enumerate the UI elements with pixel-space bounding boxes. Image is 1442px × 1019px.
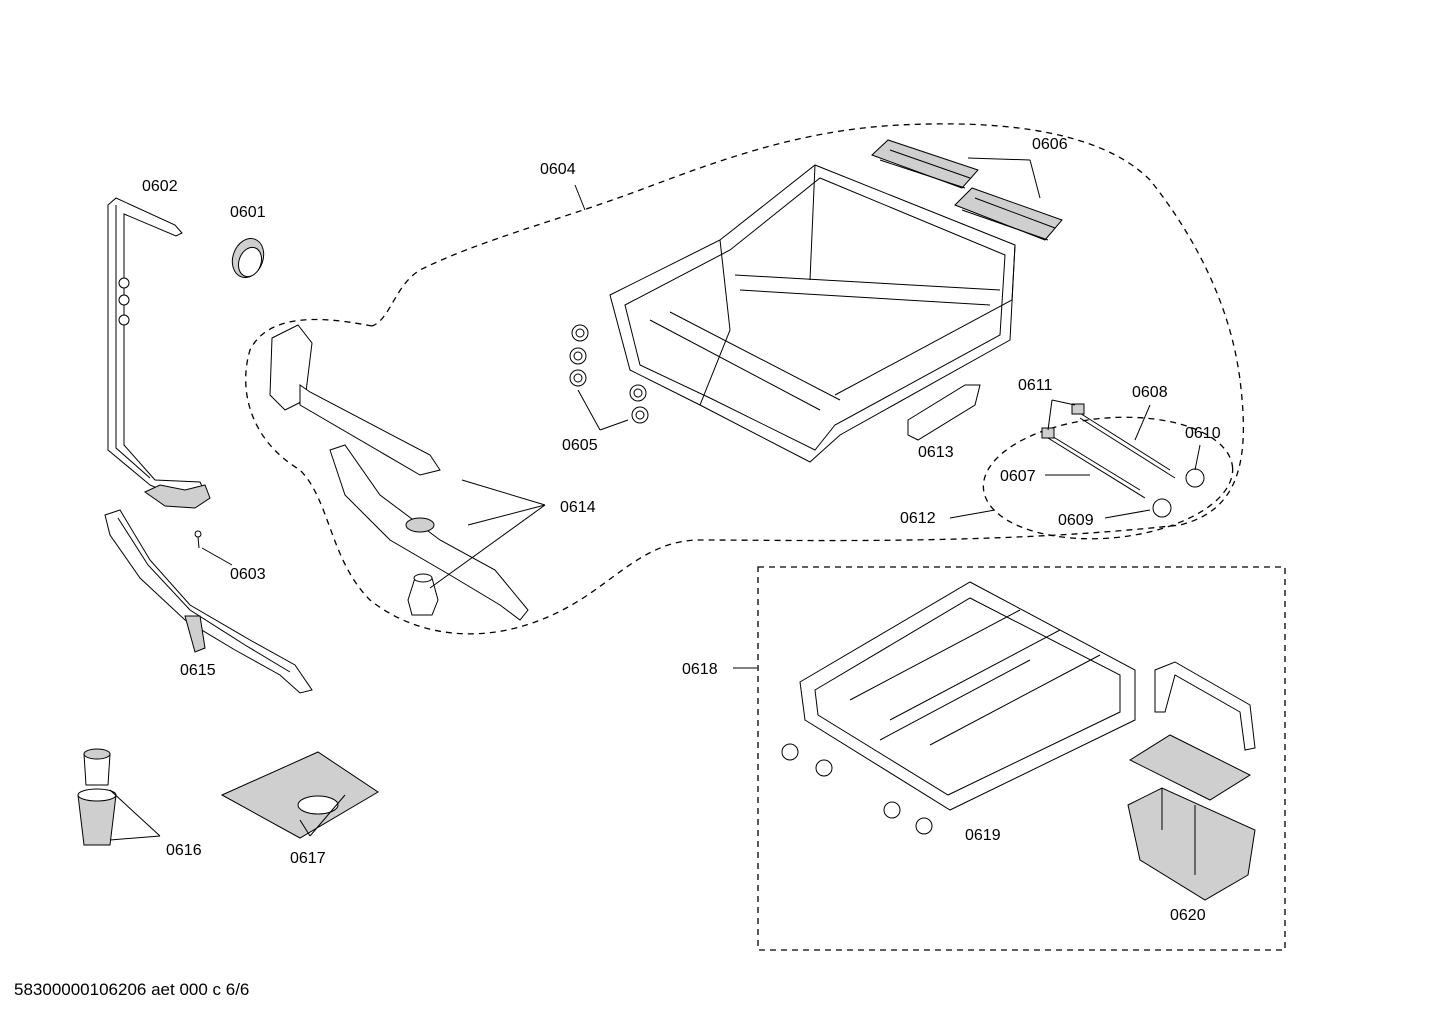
callout-0611: 0611 bbox=[1018, 377, 1053, 394]
callout-0619: 0619 bbox=[965, 827, 1001, 844]
plate-0617 bbox=[220, 751, 379, 839]
upper-rack-0604 bbox=[609, 164, 1016, 463]
callout-0613: 0613 bbox=[918, 444, 954, 461]
document-footer-id: 58300000106206 aet 000 c 6/6 bbox=[14, 980, 250, 999]
callout-0603: 0603 bbox=[230, 566, 266, 583]
cutlery-basket-0620 bbox=[1127, 661, 1256, 901]
callout-0604: 0604 bbox=[540, 161, 576, 178]
upper-rack-group-outline bbox=[245, 123, 1245, 635]
lower-rack-group-box bbox=[757, 566, 1286, 951]
callout-0605: 0605 bbox=[562, 437, 598, 454]
callout-0620: 0620 bbox=[1170, 907, 1206, 924]
screw-0603 bbox=[194, 530, 202, 549]
handle-0613 bbox=[907, 384, 981, 441]
callout-0610: 0610 bbox=[1185, 425, 1221, 442]
callout-0607: 0607 bbox=[1000, 468, 1036, 485]
filters-0616 bbox=[77, 748, 117, 846]
supply-pipe-0602 bbox=[107, 197, 211, 509]
spray-cap-0601 bbox=[231, 238, 265, 278]
rack-rails-0607-0608 bbox=[1041, 403, 1176, 499]
callout-0601: 0601 bbox=[230, 204, 266, 221]
callout-0606: 0606 bbox=[1032, 136, 1068, 153]
lower-rack-wheels bbox=[781, 743, 933, 835]
callout-0618: 0618 bbox=[682, 661, 718, 678]
lower-rack-0619 bbox=[799, 581, 1136, 811]
callout-0609: 0609 bbox=[1058, 512, 1094, 529]
rack-wheels-0605 bbox=[569, 324, 649, 424]
cup-shelves-0606 bbox=[871, 139, 1063, 241]
callout-0602: 0602 bbox=[142, 178, 178, 195]
callout-0612: 0612 bbox=[900, 510, 936, 527]
rack-adjuster-group-outline bbox=[982, 416, 1234, 540]
leader-lines bbox=[109, 157, 1201, 841]
upper-spray-arm-0614 bbox=[269, 324, 529, 621]
callout-0615: 0615 bbox=[180, 662, 216, 679]
lower-spray-arm-0615 bbox=[104, 509, 313, 694]
callout-0614: 0614 bbox=[560, 499, 596, 516]
callout-0616: 0616 bbox=[166, 842, 202, 859]
adjuster-wheels-0609-0610 bbox=[1152, 468, 1205, 518]
callout-0608: 0608 bbox=[1132, 384, 1168, 401]
callout-0617: 0617 bbox=[290, 850, 326, 867]
